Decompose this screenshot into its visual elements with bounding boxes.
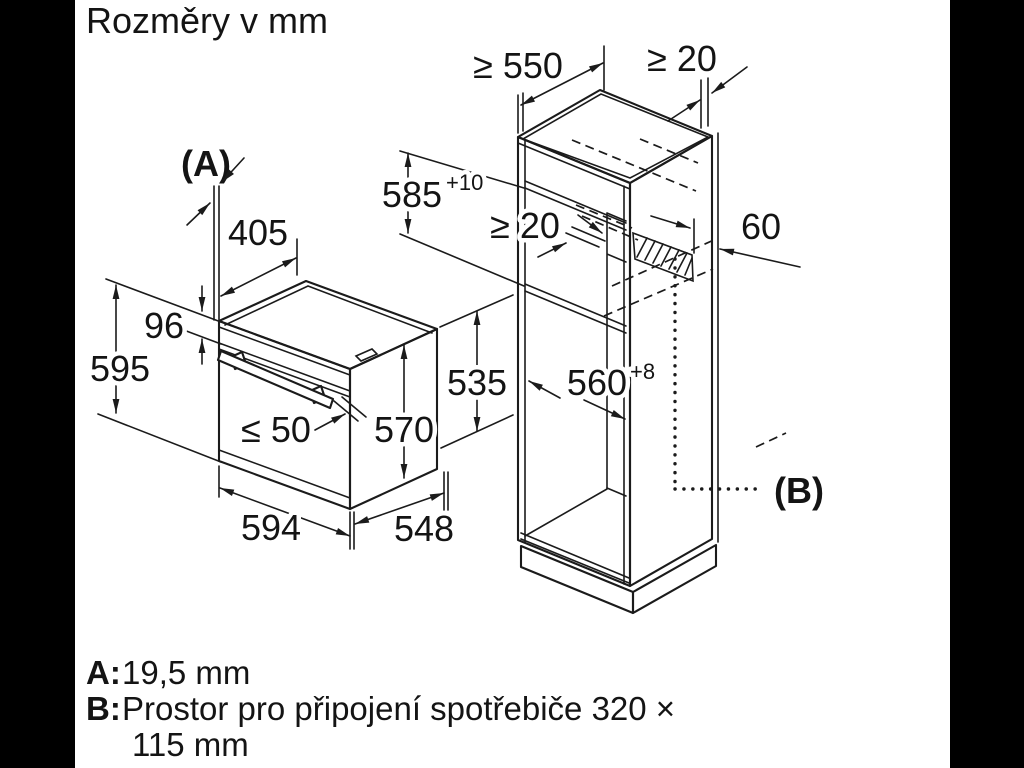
dim-label-a: (A) <box>181 143 231 184</box>
cabinet-right-face <box>628 134 714 588</box>
dim-cabinet-wall-gap: ≥ 20 <box>643 34 748 129</box>
dim-oven-body-height: 570 <box>369 344 439 479</box>
dim-cabinet-min-depth: ≥ 550 <box>469 41 605 134</box>
dim-label-50: ≤ 50 <box>241 409 311 450</box>
dim-oven-panel-height: 96 <box>105 278 222 365</box>
dim-label-585-tolerance: +10 <box>446 170 483 195</box>
dim-oven-rear-height: 535 <box>439 294 514 449</box>
cabinet-front-frame-inner <box>517 140 631 585</box>
legend-key-b: B: <box>86 690 121 727</box>
legend-value-b1: Prostor pro připojení spotřebiče 320 × <box>122 690 675 727</box>
cabinet-top-rim-inner <box>521 93 710 179</box>
dim-label-550: ≥ 550 <box>473 45 563 86</box>
cabinet-top-face <box>516 88 714 185</box>
cabinet-drawing: (B) <box>516 88 824 615</box>
legend: A:19,5 mm B:Prostor pro připojení spotře… <box>86 654 675 763</box>
dim-cabinet-vent-gap: ≥ 20 <box>486 201 606 258</box>
dim-label-560-tolerance: +8 <box>630 359 655 384</box>
cabinet-floor <box>520 487 630 584</box>
hidden-edge-vent-lower <box>603 238 717 317</box>
hidden-edge-top <box>571 139 697 192</box>
dim-label-595: 595 <box>90 348 150 389</box>
dim-label-594: 594 <box>241 507 301 548</box>
legend-value-b2: 115 mm <box>132 726 249 763</box>
connection-area-hatch <box>632 215 695 283</box>
cabinet-shelf-lower <box>524 283 627 334</box>
dim-label-570: 570 <box>374 409 434 450</box>
oven-door-handle <box>216 349 335 410</box>
hidden-edge-vent-upper <box>575 204 639 241</box>
dim-cabinet-niche-width: 560 +8 <box>528 355 660 420</box>
diagram-paper <box>75 0 950 768</box>
dim-label-405: 405 <box>228 212 288 253</box>
legend-key-a: A: <box>86 654 121 691</box>
dim-label-20-top: ≥ 20 <box>647 38 717 79</box>
cabinet-back-wall-edges <box>606 212 627 489</box>
dimension-diagram: Rozměry v mm (A) 405 <box>85 0 824 763</box>
oven-side-grip-slot <box>354 348 379 362</box>
dim-oven-height: 595 <box>85 284 222 463</box>
cabinet-shelf-upper <box>524 180 627 231</box>
dim-oven-a: (A) <box>181 143 245 321</box>
oven-top-rim-inner <box>224 285 433 334</box>
legend-row-b2: 115 mm <box>132 726 249 763</box>
oven-door-bottom-edge <box>218 449 351 499</box>
page-title: Rozměry v mm <box>86 0 328 41</box>
legend-row-b: B:Prostor pro připojení spotřebiče 320 × <box>86 690 675 727</box>
dim-label-96: 96 <box>144 305 184 346</box>
oven-right-face <box>348 327 439 511</box>
label-b: (B) <box>774 470 824 511</box>
oven-drawing <box>216 279 439 511</box>
oven-handle-gap-marks <box>333 396 367 422</box>
dim-label-20-mid: ≥ 20 <box>490 205 560 246</box>
oven-top-front-inner <box>218 326 351 376</box>
dim-label-60: 60 <box>741 206 781 247</box>
dim-label-560: 560 <box>567 362 627 403</box>
hidden-edge-wall <box>755 432 787 448</box>
legend-value-a: 19,5 mm <box>122 654 250 691</box>
legend-row-a: A:19,5 mm <box>86 654 250 691</box>
hidden-edge-top-2 <box>639 138 699 164</box>
dim-oven-handle-clearance: ≤ 50 <box>237 405 346 455</box>
dim-oven-width: 594 <box>218 465 355 553</box>
cabinet-plinth-right <box>631 543 718 615</box>
connection-pointer-b: (B) <box>673 257 824 511</box>
dim-label-548: 548 <box>394 508 454 549</box>
dim-label-585: 585 <box>382 174 442 215</box>
dim-cabinet-niche-height: 585 +10 <box>377 150 525 287</box>
dim-oven-top-depth: 405 <box>220 208 298 297</box>
dim-cabinet-connection-offset: 60 <box>719 206 801 268</box>
dim-label-535: 535 <box>447 362 507 403</box>
dim-oven-depth: 548 <box>354 471 459 554</box>
